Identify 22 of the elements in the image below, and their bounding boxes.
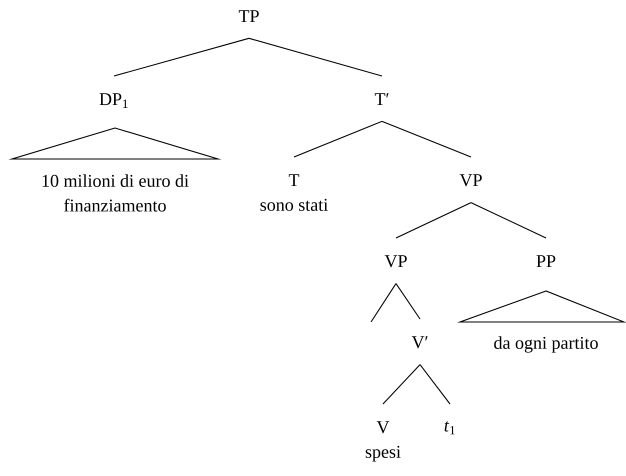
category-label: TP	[238, 10, 259, 22]
category-label: PP	[536, 255, 556, 268]
branch-line	[248, 38, 382, 77]
branch-line	[470, 202, 546, 238]
category-label: t$_{1}$	[444, 421, 455, 434]
branch-line	[382, 120, 472, 158]
branch-line	[420, 364, 450, 404]
branch-line	[114, 38, 250, 77]
category-label: DP$_{1}$	[100, 93, 128, 108]
branch-line	[396, 283, 420, 320]
phrase-label: T sono stati	[260, 174, 328, 211]
phrase-label: da ogni partito	[494, 336, 598, 353]
branch-line	[370, 283, 396, 322]
category-label: T′	[374, 93, 389, 106]
category-label: VP	[384, 255, 407, 268]
phrase-label: 10 milioni di euro di finanziamento	[42, 174, 189, 212]
branch-line	[294, 120, 382, 158]
branch-line	[396, 202, 472, 238]
category-label: VP	[460, 174, 482, 186]
category-label: V′	[412, 336, 428, 348]
phrase-label: V spesi	[366, 421, 401, 462]
branch-line	[382, 364, 420, 404]
